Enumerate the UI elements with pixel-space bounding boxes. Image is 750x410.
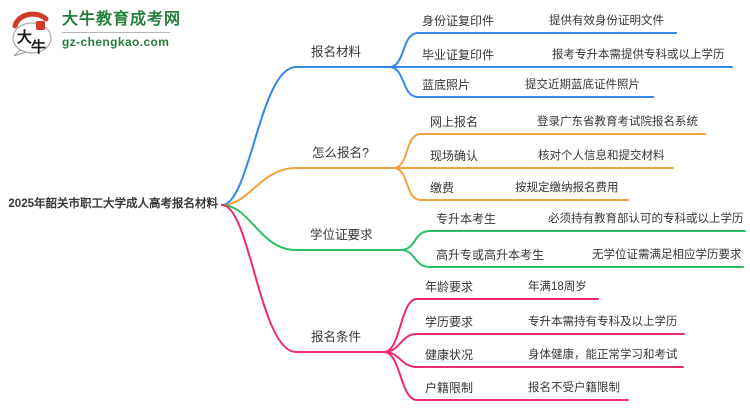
mindmap-edge <box>221 204 297 353</box>
logo-text-block: 大牛教育成考网 gz-chengkao.com <box>62 9 181 49</box>
mindmap-edge <box>399 230 431 251</box>
logo-bubble-tail <box>13 49 28 56</box>
mindmap-subtopic-label: 网上报名 <box>430 115 479 129</box>
mindmap-subtopic-label: 毕业证复印件 <box>422 48 495 62</box>
mindmap-edge <box>388 32 419 68</box>
mindmap-edge <box>221 167 297 206</box>
mindmap-subtopic-label: 专升本考生 <box>436 212 497 226</box>
mindmap-leaf-text: 无学位证需满足相应学历要求 <box>592 249 742 261</box>
mindmap-branch-label: 报名条件 <box>311 330 362 344</box>
mindmap-leaf-text: 身体健康，能正常学习和考试 <box>528 349 678 361</box>
logo-red-arc <box>12 11 49 29</box>
mindmap-subtopic-label: 现场确认 <box>430 149 479 163</box>
mindmap-leaf-text: 年满18周岁 <box>528 281 587 293</box>
mindmap-branch-label: 学位证要求 <box>310 228 373 242</box>
daniu-logo-icon: 大 牛 <box>12 11 52 56</box>
mindmap-subtopic-label: 缴费 <box>430 181 455 195</box>
site-logo: 大 牛 大牛教育成考网 gz-chengkao.com <box>8 9 181 56</box>
mindmap-edge <box>383 351 418 401</box>
mindmap-subtopic-label: 身份证复印件 <box>422 14 495 28</box>
mindmap-leaf-text: 登录广东省教育考试院报名系统 <box>537 116 698 128</box>
mindmap-edge <box>399 249 431 268</box>
mindmap-subtopic-label: 高升专或高升本考生 <box>436 248 545 262</box>
mindmap-edge <box>392 167 422 201</box>
logo-char-1: 大 <box>17 28 32 46</box>
mindmap-leaf-text: 报名不受户籍限制 <box>528 382 620 394</box>
mindmap-leaf-text: 按规定缴纳报名费用 <box>515 182 619 194</box>
logo-seal <box>36 21 45 30</box>
mindmap-leaf-text: 核对个人信息和提交材料 <box>538 150 665 162</box>
site-name: 大牛教育成考网 <box>62 11 182 28</box>
mindmap-edge <box>221 204 297 251</box>
mindmap-subtopic-label: 户籍限制 <box>425 381 474 395</box>
mindmap-subtopic-label: 学历要求 <box>425 315 474 329</box>
mindmap-root-title: 2025年韶关市职工大学成人高考报名材料 <box>8 198 218 210</box>
site-url: gz-chengkao.com <box>62 35 170 49</box>
mindmap-leaf-text: 必须持有教育部认可的专科或以上学历 <box>548 213 744 225</box>
mindmap-edge <box>221 66 297 206</box>
mindmap-branch-label: 怎么报名? <box>312 146 369 160</box>
logo-divider <box>62 32 170 33</box>
mindmap-subtopic-label: 年龄要求 <box>425 280 474 294</box>
mindmap-edge <box>388 66 419 98</box>
mindmap-leaf-text: 提供有效身份证明文件 <box>549 15 664 27</box>
logo-speech-bubble <box>12 22 52 54</box>
mindmap-leaf-text: 报考专升本需提供专科或以上学历 <box>552 49 725 61</box>
mindmap-leaf-text: 提交近期蓝底证件照片 <box>525 79 640 91</box>
mindmap-leaf-text: 专升本需持有专科及以上学历 <box>528 316 678 328</box>
logo-char-2: 牛 <box>31 38 46 56</box>
mindmap-branch-label: 报名材料 <box>311 45 362 59</box>
mindmap-subtopic-label: 健康状况 <box>425 348 474 362</box>
mindmap-subtopic-label: 蓝底照片 <box>422 78 471 92</box>
mindmap-edge <box>392 133 422 169</box>
